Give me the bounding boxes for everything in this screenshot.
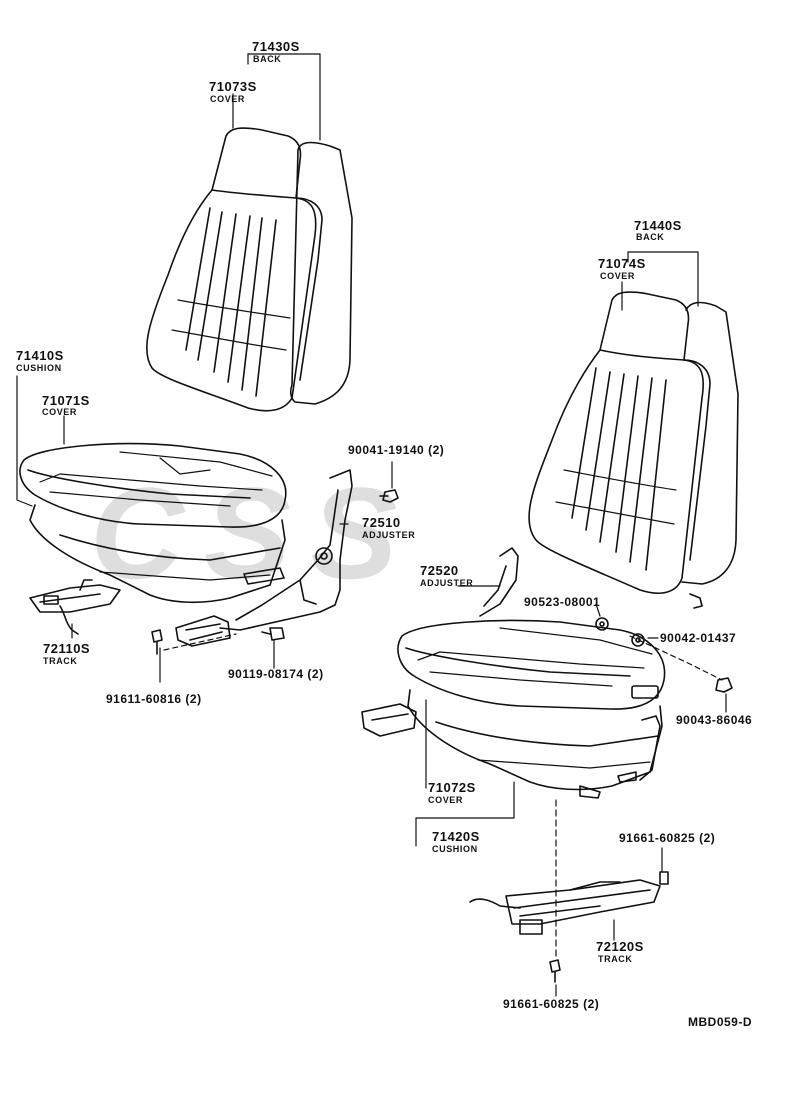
part-number-90119-08174: 90119-08174 (2) bbox=[228, 667, 324, 681]
part-number-72120s: 72120S bbox=[596, 939, 644, 954]
part-name-back: BACK bbox=[253, 54, 282, 64]
part-number-91661-60825-upper: 91661-60825 (2) bbox=[619, 831, 716, 845]
part-name-back: BACK bbox=[636, 232, 665, 242]
part-number-90042-01437: 90042-01437 bbox=[660, 631, 737, 645]
right-seat-cushion bbox=[397, 619, 666, 799]
left-seat-back bbox=[146, 127, 353, 412]
left-adjuster bbox=[175, 469, 353, 647]
part-number-71073s: 71073S bbox=[209, 79, 257, 94]
part-number-90043-86046: 90043-86046 bbox=[676, 713, 753, 727]
right-seat-back bbox=[528, 291, 739, 609]
part-name-cover: COVER bbox=[42, 407, 78, 417]
part-number-71074s: 71074S bbox=[598, 256, 646, 271]
right-fasteners bbox=[549, 617, 733, 983]
part-number-90041-19140: 90041-19140 (2) bbox=[348, 443, 445, 457]
diagram-code: MBD059-D bbox=[688, 1015, 753, 1029]
part-name-cover: COVER bbox=[600, 271, 636, 281]
part-number-72510: 72510 bbox=[362, 515, 401, 530]
part-name-track: TRACK bbox=[43, 656, 78, 666]
part-number-91661-60825-lower: 91661-60825 (2) bbox=[503, 997, 600, 1011]
part-number-71071s: 71071S bbox=[42, 393, 90, 408]
right-leader-lines bbox=[415, 251, 727, 997]
part-name-cover: COVER bbox=[210, 94, 246, 104]
left-fasteners bbox=[151, 489, 399, 655]
part-number-71430s: 71430S bbox=[252, 39, 300, 54]
part-number-71410s: 71410S bbox=[16, 348, 64, 363]
right-track bbox=[469, 871, 669, 935]
part-number-72520: 72520 bbox=[420, 563, 459, 578]
part-number-71420s: 71420S bbox=[432, 829, 480, 844]
part-number-71440s: 71440S bbox=[634, 218, 682, 233]
part-number-91611-60816: 91611-60816 (2) bbox=[106, 692, 202, 706]
part-name-adjuster: ADJUSTER bbox=[420, 578, 474, 588]
part-name-cover: COVER bbox=[428, 795, 464, 805]
left-leader-lines bbox=[16, 53, 393, 683]
part-number-71072s: 71072S bbox=[428, 780, 476, 795]
part-name-track: TRACK bbox=[598, 954, 633, 964]
part-number-72110s: 72110S bbox=[43, 641, 91, 656]
part-name-cushion: CUSHION bbox=[16, 363, 62, 373]
watermark: CSS bbox=[90, 460, 418, 606]
part-number-90523-08001: 90523-08001 bbox=[524, 595, 601, 609]
part-name-cushion: CUSHION bbox=[432, 844, 478, 854]
right-adjuster bbox=[361, 547, 661, 781]
part-name-adjuster: ADJUSTER bbox=[362, 530, 416, 540]
left-seat-cushion bbox=[19, 442, 287, 604]
left-track bbox=[29, 579, 121, 635]
